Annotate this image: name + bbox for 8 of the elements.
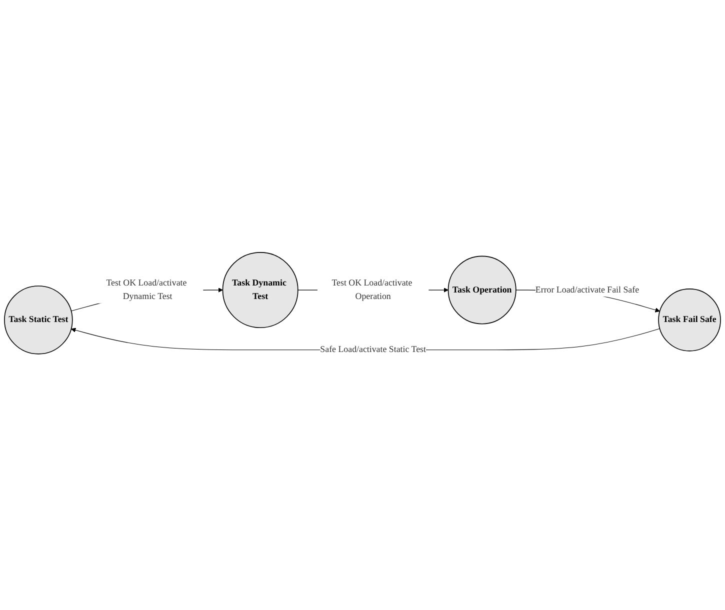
edge-label: Test OK Load/activate Operation — [332, 278, 412, 302]
edge-label: Error Load/activate Fail Safe — [535, 286, 640, 295]
node-circle: Task Dynamic Test — [222, 252, 298, 329]
edge-label: Test OK Load/activate Dynamic Test — [106, 278, 187, 302]
node-circle: Task Operation — [448, 256, 516, 325]
node-circle: Task Fail Safe — [658, 289, 721, 352]
edge-label: Safe Load/activate Static Test — [320, 345, 426, 355]
node-circle: Task Static Test — [4, 286, 73, 355]
